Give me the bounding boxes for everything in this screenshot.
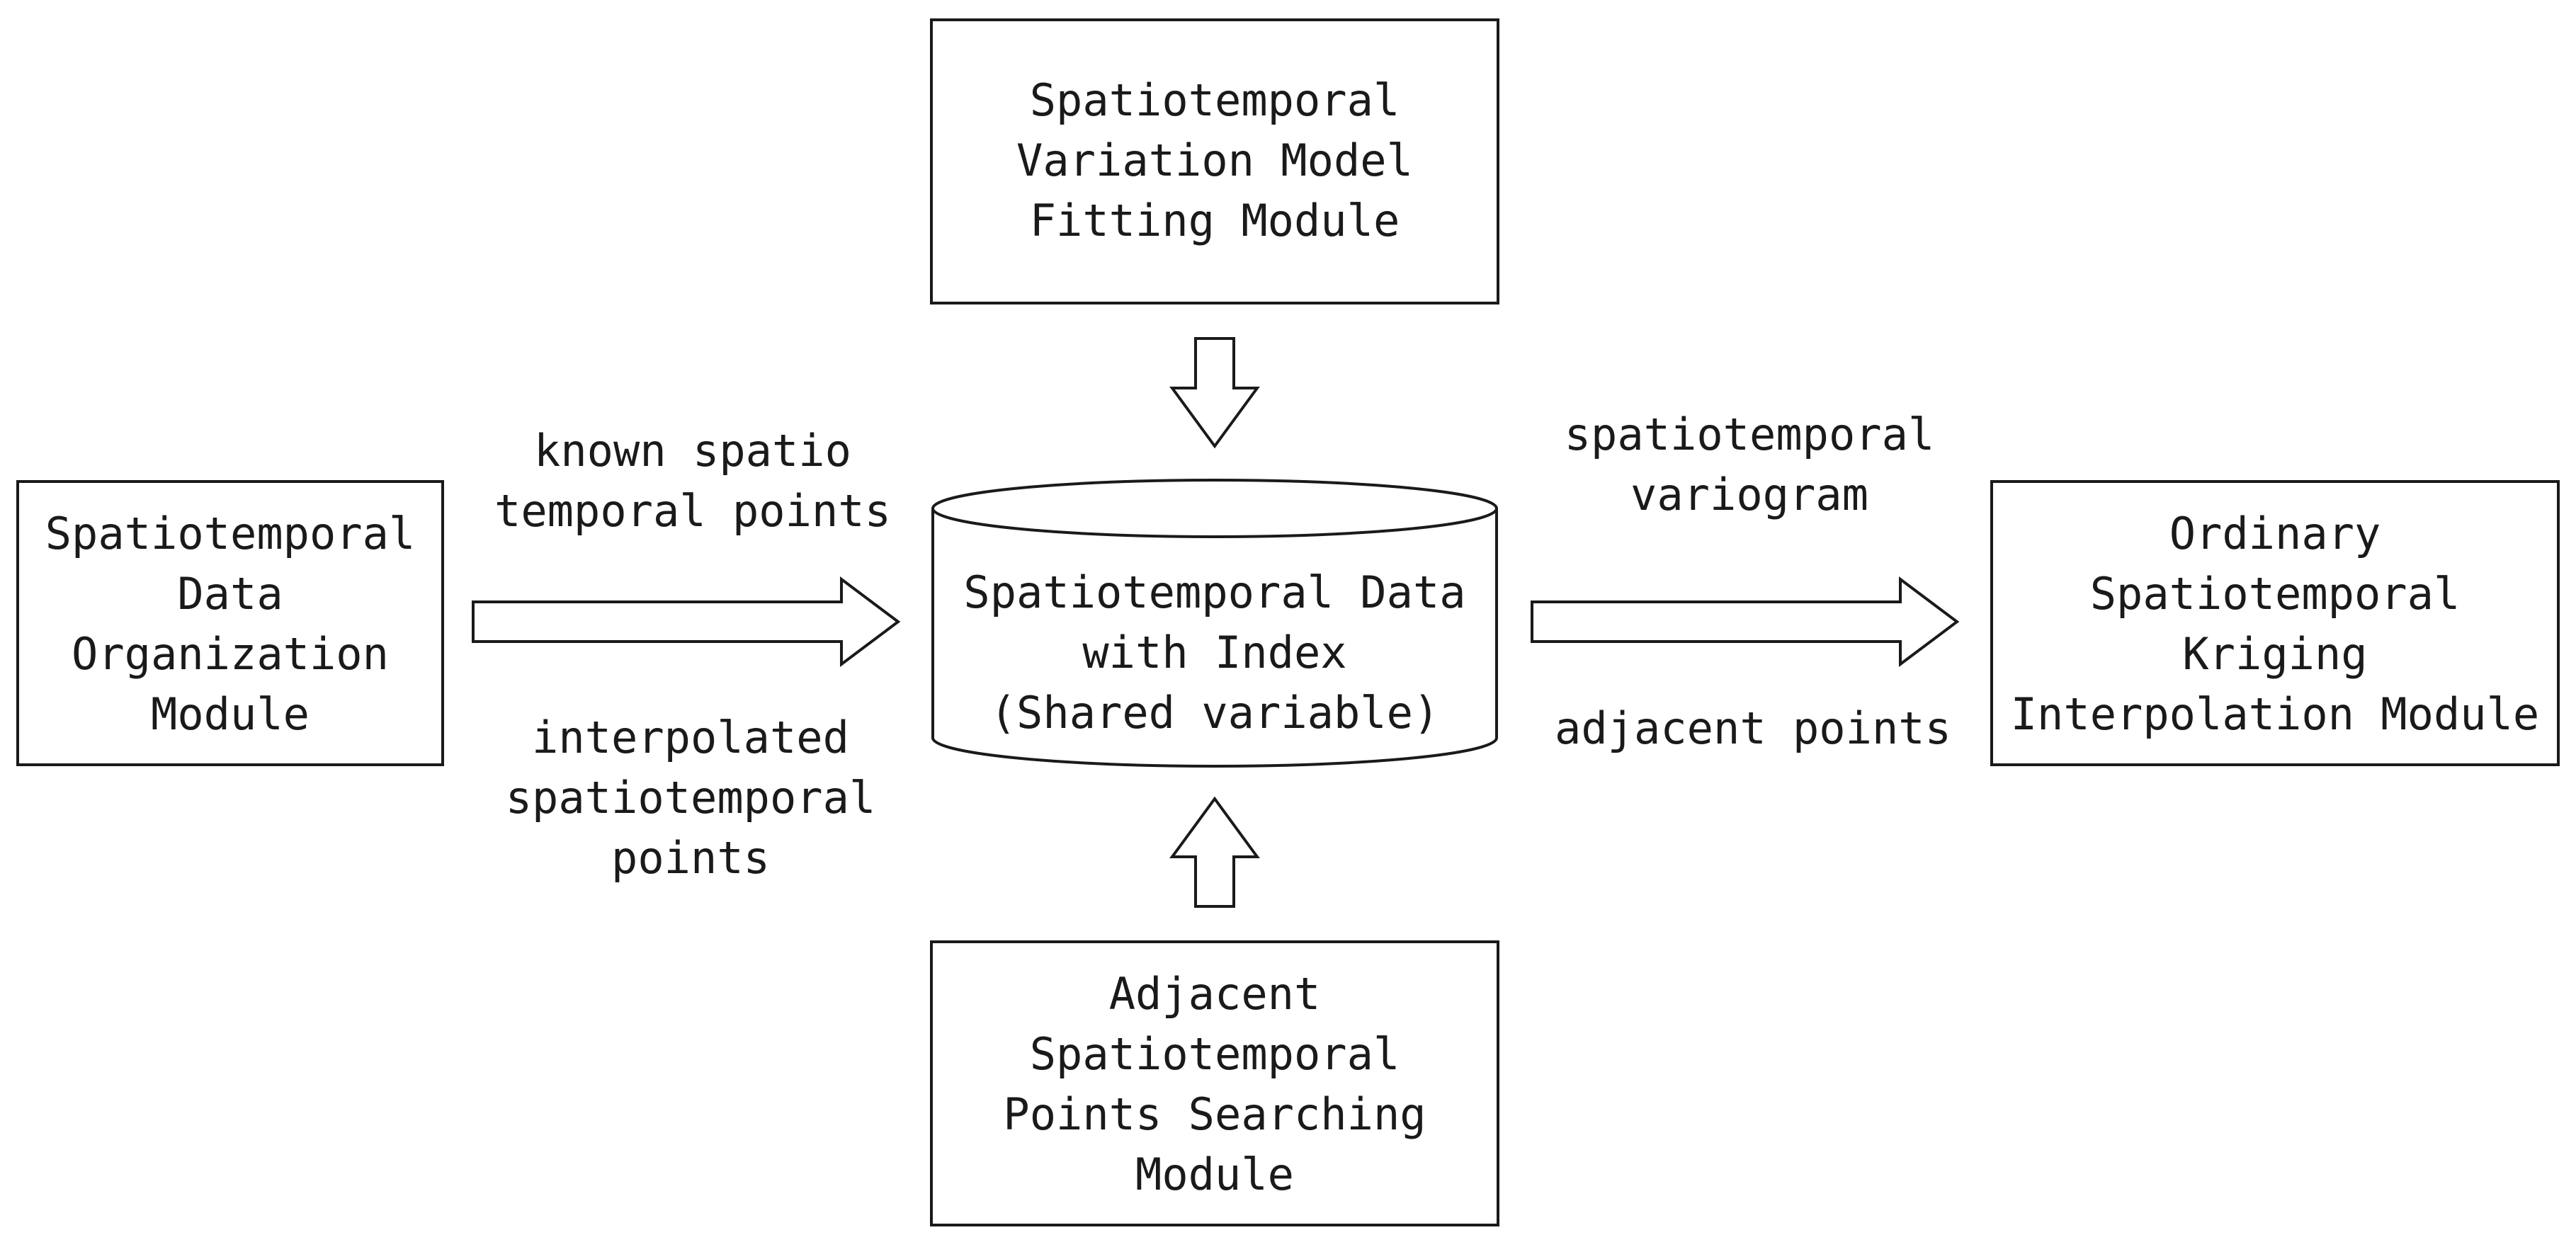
data-organization-line-4: Module <box>151 688 310 740</box>
up-arrow-icon <box>1169 796 1260 908</box>
variation-model-fitting-line-2: Variation Model <box>1016 135 1413 186</box>
shared-data-line-1: Spatiotemporal Data <box>963 566 1465 618</box>
data-organization-module: Spatiotemporal Data Organization Module <box>16 480 444 766</box>
interpolated-points-line-2: spatiotemporal <box>506 772 876 824</box>
shared-data-line-3: (Shared variable) <box>990 687 1440 739</box>
adjacent-points-label: adjacent points <box>1555 702 1951 754</box>
interpolated-points-line-1: interpolated <box>532 712 849 763</box>
known-points-line-2: temporal points <box>494 485 891 537</box>
adjacent-points-searching-module: Adjacent Spatiotemporal Points Searching… <box>930 940 1499 1226</box>
adjacent-search-line-1: Adjacent <box>1109 968 1321 1020</box>
kriging-line-3: Kriging <box>2182 628 2367 680</box>
kriging-line-1: Ordinary <box>2169 508 2381 559</box>
variation-model-fitting-module: Spatiotemporal Variation Model Fitting M… <box>930 18 1499 304</box>
known-points-line-1: known spatio <box>534 425 851 477</box>
data-organization-line-2: Data <box>177 568 283 620</box>
right-arrow-right-icon <box>1531 576 1960 667</box>
variogram-label: spatiotemporal variogram <box>1565 409 1935 520</box>
adjacent-points-line-1: adjacent points <box>1555 702 1951 754</box>
interpolated-points-label: interpolated spatiotemporal points <box>506 712 876 884</box>
shared-data-line-2: with Index <box>1082 627 1346 678</box>
adjacent-search-line-2: Spatiotemporal <box>1030 1028 1400 1080</box>
variogram-line-1: spatiotemporal <box>1565 409 1935 460</box>
known-points-label: known spatio temporal points <box>494 425 891 537</box>
adjacent-search-line-4: Module <box>1135 1149 1294 1200</box>
kriging-line-2: Spatiotemporal <box>2090 568 2461 620</box>
shared-data-store: Spatiotemporal Data with Index (Shared v… <box>931 479 1498 768</box>
interpolated-points-line-3: points <box>611 832 770 884</box>
data-organization-line-3: Organization <box>72 628 389 680</box>
variogram-line-2: variogram <box>1630 469 1868 520</box>
variation-model-fitting-line-1: Spatiotemporal <box>1030 74 1400 126</box>
right-arrow-left-icon <box>472 576 901 667</box>
kriging-line-4: Interpolation Module <box>2011 688 2540 740</box>
kriging-interpolation-module: Ordinary Spatiotemporal Kriging Interpol… <box>1990 480 2560 766</box>
down-arrow-icon <box>1169 337 1260 449</box>
adjacent-search-line-3: Points Searching <box>1003 1088 1426 1140</box>
variation-model-fitting-line-3: Fitting Module <box>1030 195 1400 246</box>
data-organization-line-1: Spatiotemporal <box>45 508 416 559</box>
